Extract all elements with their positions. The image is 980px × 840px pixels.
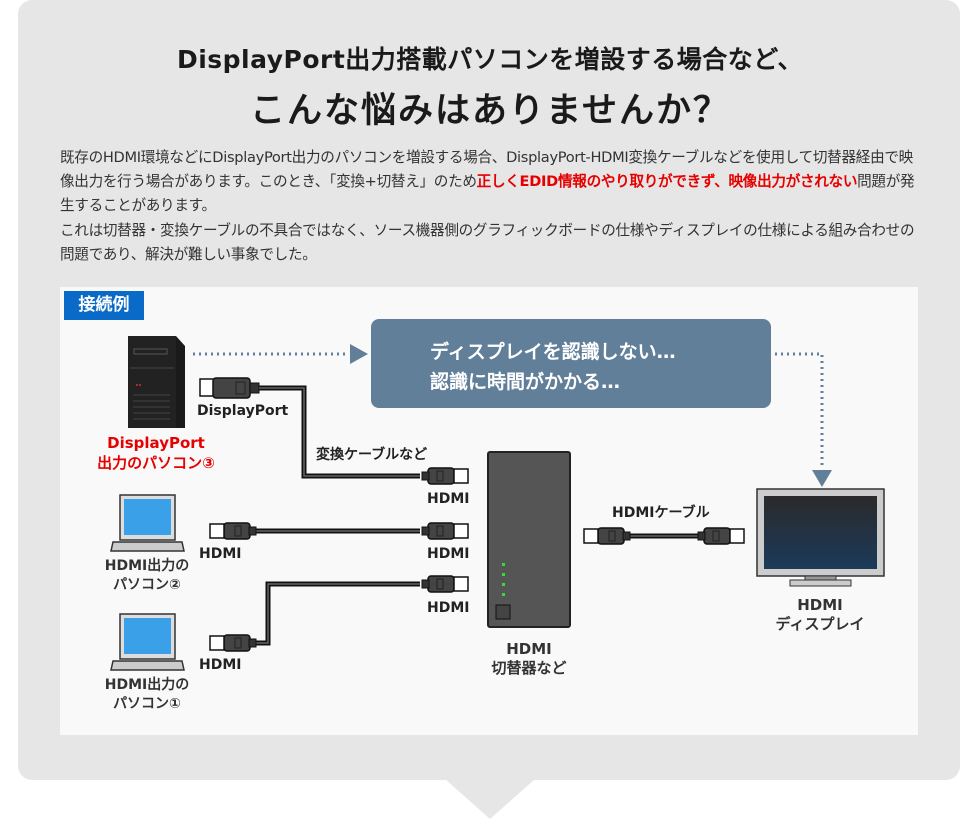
- hdmi-label: HDMI: [199, 546, 242, 562]
- hdmi-label: HDMI: [427, 491, 470, 507]
- switcher-label: HDMI 切替器など: [469, 640, 589, 678]
- hdmi-connector-icon: [421, 522, 469, 540]
- hdmi-connector-icon: [697, 527, 745, 545]
- dp-label: DisplayPort: [197, 403, 289, 419]
- desc-text-b: 問題が発生することがあります。: [60, 173, 915, 215]
- hdmi-label: HDMI: [427, 546, 470, 562]
- display-label-line2: ディスプレイ: [775, 615, 865, 633]
- switcher-label-line2: 切替器など: [491, 659, 567, 677]
- desc-text-a: 既存のHDMI環境などにDisplayPort出力のパソコンを増設する場合、Di…: [60, 149, 913, 191]
- pc2-label-line1: HDMI出力の: [104, 558, 190, 574]
- hdmi-label: HDMI: [199, 657, 242, 673]
- dotted-arrow-right: [775, 352, 832, 487]
- pc2-label: HDMI出力の パソコン②: [92, 557, 202, 595]
- conversion-cable-label: 変換ケーブルなど: [316, 447, 428, 463]
- pc1-label-line2: パソコン①: [113, 696, 181, 712]
- hdmi-label: HDMI: [427, 600, 470, 616]
- hdmi-connector-icon: [421, 575, 469, 593]
- hdmi-connector-icon: [583, 527, 631, 545]
- dotted-arrow-left: [193, 344, 368, 364]
- hdmi-switcher-icon: [487, 451, 571, 628]
- laptop-icon: [110, 494, 185, 552]
- pc1-label-line1: HDMI出力の: [104, 677, 190, 693]
- diagram-tag: 接続例: [64, 291, 144, 320]
- hdmi-cable-pc1: [250, 581, 420, 646]
- pc3-label-line2: 出力のパソコン③: [97, 454, 215, 472]
- callout-line-1: ディスプレイを認識しない…: [430, 341, 676, 363]
- pc2-label-line2: パソコン②: [113, 577, 181, 593]
- pc3-label-line1: DisplayPort: [107, 434, 205, 452]
- hdmi-connector-icon: [209, 522, 257, 540]
- problem-callout: ディスプレイを認識しない… 認識に時間がかかる…: [371, 319, 771, 408]
- description: 既存のHDMI環境などにDisplayPort出力のパソコンを増設する場合、Di…: [60, 146, 920, 267]
- laptop-icon: [110, 613, 185, 671]
- down-pointer-icon: [445, 779, 535, 819]
- callout-line-2: 認識に時間がかかる…: [430, 371, 621, 393]
- display-label-line1: HDMI: [797, 596, 843, 614]
- displayport-connector-icon: [199, 377, 260, 399]
- pc1-label: HDMI出力の パソコン①: [92, 676, 202, 714]
- pc3-label: DisplayPort 出力のパソコン③: [76, 433, 236, 473]
- desc-text-2: これは切替器・変換ケーブルの不具合ではなく、ソース機器側のグラフィックボードの仕…: [60, 221, 915, 263]
- title-line-2: こんな悩みはありませんか？: [250, 91, 730, 131]
- desktop-pc-icon: [128, 336, 185, 428]
- display-label: HDMI ディスプレイ: [760, 596, 880, 634]
- hdmi-cable-label: HDMIケーブル: [612, 505, 710, 521]
- title-line-1: DisplayPort出力搭載パソコンを増設する場合など、: [176, 45, 804, 74]
- desc-highlight: 正しくEDID情報のやり取りができず、映像出力がされない: [476, 173, 858, 191]
- display-icon: [756, 488, 885, 587]
- switcher-label-line1: HDMI: [506, 640, 552, 658]
- hdmi-connector-icon: [421, 467, 469, 485]
- hdmi-connector-icon: [209, 634, 257, 652]
